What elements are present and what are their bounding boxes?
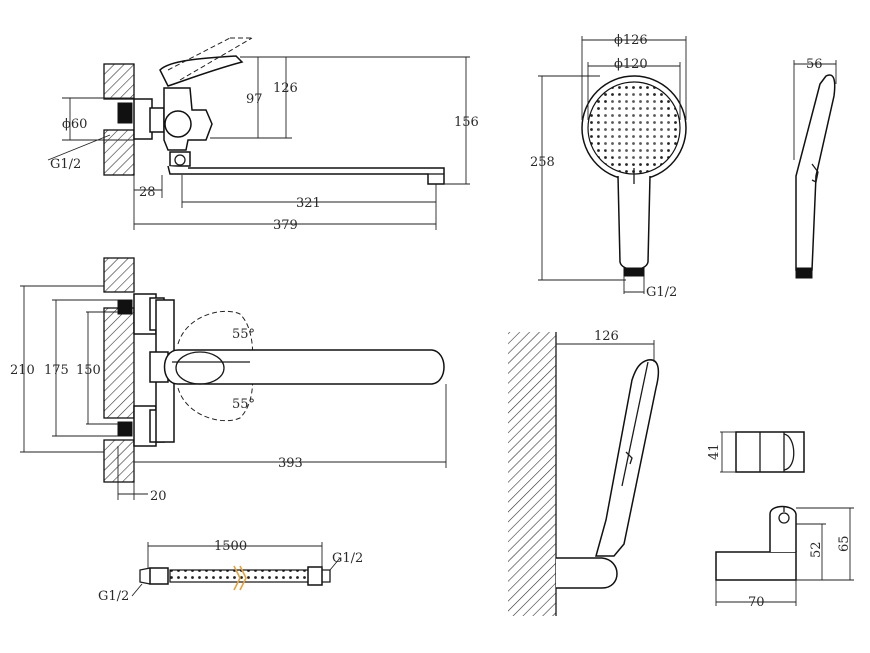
dim-shower-thread: G1/2 [646,285,677,300]
holder-front-dimension-lines [720,431,736,473]
hose-view: 1500 G1/2 G1/2 [98,539,363,604]
holder-front-view: 41 [707,431,805,473]
dim-head-outer-diameter: ϕ126 [614,33,648,48]
dim-height-total: 156 [454,115,479,130]
dim-holder-height-socket: 52 [809,541,824,558]
dim-spout-length-top: 393 [278,456,303,471]
shower-side-view: 56 [793,57,837,279]
dim-height-c: 150 [76,363,101,378]
shower-head [581,75,687,181]
wall-section-upper [103,63,135,176]
dim-flange-diameter: ϕ60 [62,117,87,132]
dim-shower-length: 258 [530,155,555,170]
lever-swing [177,310,254,422]
dim-hose-thread-right: G1/2 [332,551,363,566]
dimension-lines-top [20,285,447,500]
shower-wall-view: 126 [508,329,660,616]
dim-holder-height-total: 65 [837,535,852,552]
dimension-lines [47,56,470,230]
dim-wall-offset: 28 [139,185,156,200]
dim-spout-length: 321 [296,196,321,211]
shower-wall-dimension-lines [556,340,655,362]
dim-height-body: 97 [246,92,263,107]
dim-head-inner-diameter: ϕ120 [614,57,648,72]
mixer-side-view: 126 97 156 ϕ60 G1/2 28 321 379 [47,37,479,233]
wall-section-lower [103,257,135,483]
dim-hose-thread-left: G1/2 [98,589,129,604]
dim-height-lever: 126 [273,81,298,96]
dim-hose-length: 1500 [214,539,247,554]
mixer-body [163,87,213,167]
shower-side-dimension-lines [793,60,837,160]
dim-thread: G1/2 [50,157,81,172]
hose-dimension-lines [131,542,341,597]
dim-shower-reach: 126 [594,329,619,344]
mixer-top-view: 210 175 150 55° 55° 393 20 [10,257,447,504]
shower-front-view: ϕ126 ϕ120 258 G1/2 [530,33,687,300]
flange [117,98,165,140]
spout-top [163,349,445,385]
dim-angle-down: 55° [232,397,255,412]
shower-handle [617,168,651,277]
dim-angle-up: 55° [232,327,255,342]
shower-front-dimension-lines [538,36,687,294]
dim-holder-front-height: 41 [707,443,722,460]
lever-handle [159,37,253,87]
shower-on-holder [595,359,660,557]
dim-offset: 20 [150,489,167,504]
dim-height-a: 210 [10,363,35,378]
dim-shower-thickness: 56 [806,57,823,72]
dim-holder-width: 70 [748,595,765,610]
dim-height-b: 175 [44,363,69,378]
holder-side-dimension-lines [715,507,854,606]
hose-body [139,565,331,591]
holder-side-view: 65 52 70 [715,505,854,610]
spout [167,165,445,185]
dim-total-length: 379 [273,218,298,233]
wall-holder [556,557,618,589]
